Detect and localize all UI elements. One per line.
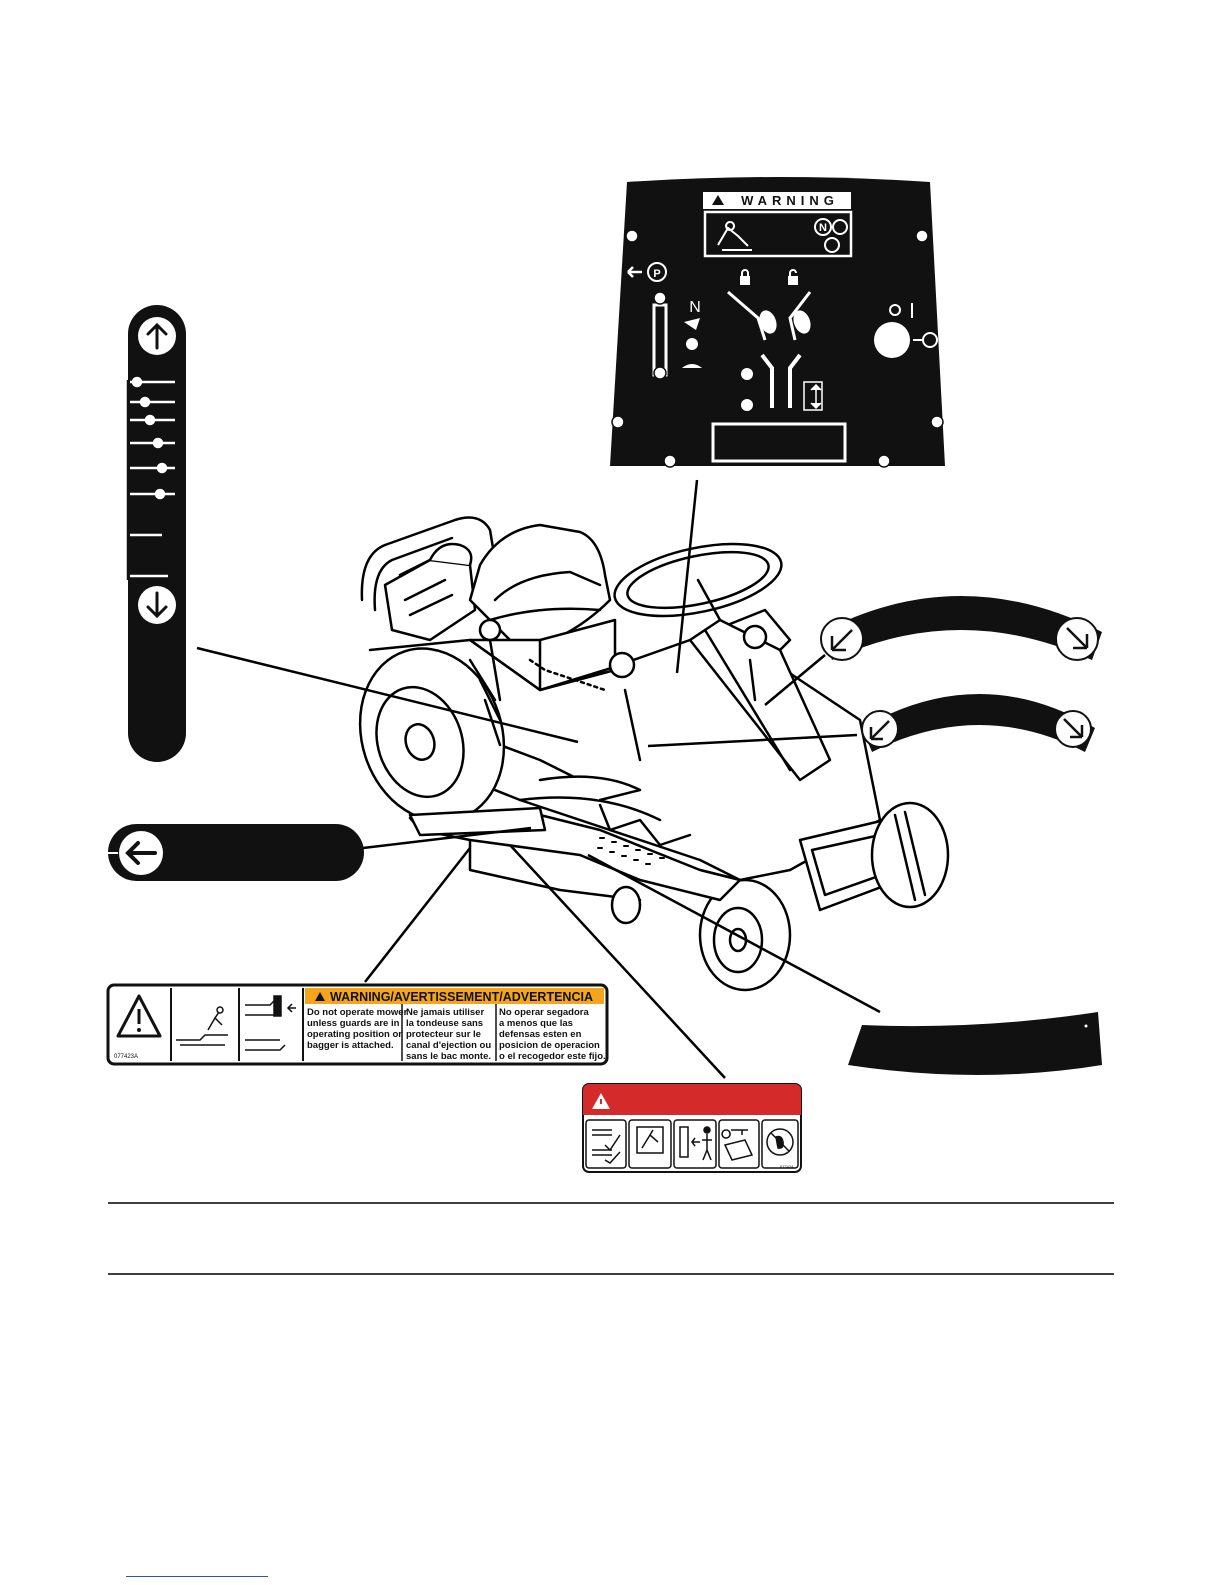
svg-text:Ne jamais utiliser: Ne jamais utiliser xyxy=(406,1007,484,1018)
guard-warning-decal: 077423A WARNING/AVERTISSEMENT/ADVERTENCI… xyxy=(106,983,609,1066)
svg-text:protecteur sur le: protecteur sur le xyxy=(406,1029,481,1040)
operator-pictogram-box xyxy=(703,210,853,258)
lever-range-decal-lower xyxy=(861,694,1095,752)
svg-text:canal d'ejection ou: canal d'ejection ou xyxy=(406,1040,491,1051)
left-arrow-decal xyxy=(108,824,364,881)
panel-blank-box xyxy=(711,422,847,463)
throttle-n-label: N xyxy=(689,299,701,316)
guard-text-french: Ne jamais utiliser la tondeuse sans prot… xyxy=(406,1007,491,1062)
svg-text:Do not operate mower: Do not operate mower xyxy=(307,1007,408,1018)
svg-text:la tondeuse sans: la tondeuse sans xyxy=(406,1018,483,1029)
control-panel-decal: WARNING N P N xyxy=(610,177,945,468)
blade-lever-icons xyxy=(727,290,812,341)
svg-text:a menos que las: a menos que las xyxy=(499,1018,573,1029)
ignition-key-icon xyxy=(874,322,910,358)
guard-position-pictogram xyxy=(245,995,296,1051)
height-scale xyxy=(126,376,175,580)
danger-header xyxy=(583,1084,801,1115)
panel-warning-title: WARNING xyxy=(741,193,839,208)
parking-brake-icon: P xyxy=(627,262,667,282)
svg-text:posicion de operacion: posicion de operacion xyxy=(499,1040,600,1051)
svg-text:o el recogedor este fijo.: o el recogedor este fijo. xyxy=(499,1051,606,1062)
svg-text:No operar segadora: No operar segadora xyxy=(499,1007,589,1018)
riding-mower-illustration xyxy=(358,516,950,992)
guard-warning-header-text: WARNING/AVERTISSEMENT/ADVERTENCIA xyxy=(330,990,593,1004)
danger-decal: 077424 xyxy=(582,1083,802,1173)
warning-triangle-icon xyxy=(712,195,724,205)
footer-link-underline[interactable] xyxy=(126,1576,268,1577)
danger-decal-code: 077424 xyxy=(780,1164,794,1169)
hood-decal xyxy=(848,1012,1102,1075)
svg-text:defensas esten en: defensas esten en xyxy=(499,1029,582,1040)
svg-text:bagger is attached.: bagger is attached. xyxy=(307,1040,394,1051)
thrown-object-pictogram xyxy=(176,1006,228,1046)
guard-decal-code: 077423A xyxy=(114,1054,138,1060)
svg-text:sans le bac monte.: sans le bac monte. xyxy=(406,1051,491,1062)
lock-icon xyxy=(740,269,750,285)
guard-warning-header xyxy=(305,988,604,1004)
svg-text:unless guards are in: unless guards are in xyxy=(307,1018,400,1029)
neutral-symbol: N xyxy=(819,222,827,234)
guard-text-english: Do not operate mower unless guards are i… xyxy=(307,1007,408,1051)
guard-text-spanish: No operar segadora a menos que las defen… xyxy=(499,1007,606,1062)
leader-lines xyxy=(196,479,881,1079)
panel-fasteners xyxy=(611,229,944,468)
warning-triangle-icon xyxy=(116,994,162,1038)
warning-header xyxy=(703,192,851,209)
unlock-icon xyxy=(788,269,798,285)
drive-control-slot xyxy=(760,353,802,408)
lever-range-decal-upper xyxy=(820,596,1102,661)
svg-text:operating position or: operating position or xyxy=(307,1029,402,1040)
height-of-cut-decal xyxy=(126,305,186,762)
svg-text:P: P xyxy=(653,268,660,280)
